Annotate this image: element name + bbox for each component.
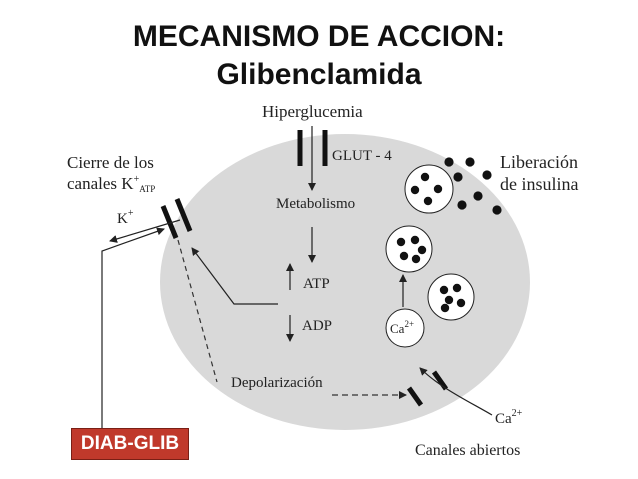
title-line-2: Glibenclamida: [216, 58, 422, 91]
channel-closure-sup: +: [134, 174, 140, 185]
insulin-granule: [410, 185, 420, 195]
released-insulin: [482, 170, 492, 180]
insulin-granule: [399, 251, 409, 261]
atp-label: ATP: [303, 276, 330, 292]
ca-inside-main: Ca: [390, 321, 405, 336]
insulin-release-label-1: Liberación: [500, 152, 578, 172]
ca-inside-label: Ca2+: [390, 319, 414, 336]
channel-closure-main: canales K: [67, 174, 134, 193]
atp-to-channel-arrow: [191, 247, 278, 305]
released-insulin: [492, 205, 502, 215]
ca-inside-sup: 2+: [404, 319, 414, 329]
insulin-granule: [410, 235, 420, 245]
k-efflux-arrow: [109, 219, 181, 243]
drug-badge: DIAB-GLIB: [71, 428, 189, 460]
hyperglycemia-label: Hiperglucemia: [262, 102, 363, 121]
ca-outside-sup: 2+: [512, 408, 523, 419]
ca-influx-arrow: [419, 367, 493, 416]
released-insulin: [444, 157, 454, 167]
title-line-1: MECANISMO DE ACCION:: [132, 20, 506, 53]
insulin-granule: [444, 295, 454, 305]
channel-closure-label-2: canales K+ATP: [67, 174, 155, 194]
depolarization-label: Depolarización: [231, 375, 323, 391]
k-ion-label: K+: [117, 208, 134, 227]
released-insulin: [457, 200, 467, 210]
drug-to-channel-arrow: [101, 227, 165, 431]
insulin-granule: [440, 303, 450, 313]
ca-outside-main: Ca: [495, 411, 512, 427]
released-insulin: [473, 191, 483, 201]
ca-channel-bar-1: [406, 386, 424, 407]
k-ion-sup: +: [128, 208, 134, 219]
ca-outside-label: Ca2+: [495, 408, 523, 427]
insulin-vesicle-lower: [385, 225, 433, 273]
ca-channel-bar-2: [431, 370, 449, 391]
adp-label: ADP: [302, 318, 332, 334]
metabolism-label: Metabolismo: [276, 196, 355, 212]
insulin-granule: [411, 254, 421, 264]
channel-closure-label-1: Cierre de los: [67, 153, 154, 172]
released-insulin: [453, 172, 463, 182]
insulin-vesicle-fusing: [404, 164, 454, 214]
insulin-release-label-2: de insulina: [500, 174, 579, 194]
insulin-granule: [433, 184, 443, 194]
insulin-granule: [452, 283, 462, 293]
k-ion-main: K: [117, 211, 128, 227]
k-atp-channel-bar-1: [160, 205, 179, 239]
insulin-granule: [420, 172, 430, 182]
k-atp-channel-bar-2: [174, 198, 193, 232]
glut-label: GLUT - 4: [332, 148, 392, 164]
channel-closure-sub: ATP: [139, 184, 155, 194]
open-channels-label: Canales abiertos: [415, 442, 520, 459]
insulin-granule: [417, 245, 427, 255]
channel-to-depolarization-dash: [177, 239, 218, 383]
ca-inside-circle: [385, 308, 425, 348]
insulin-granule: [423, 196, 433, 206]
cell-body: [160, 134, 530, 430]
insulin-granule: [456, 298, 466, 308]
insulin-granule: [396, 237, 406, 247]
insulin-granule: [439, 285, 449, 295]
released-insulin: [465, 157, 475, 167]
